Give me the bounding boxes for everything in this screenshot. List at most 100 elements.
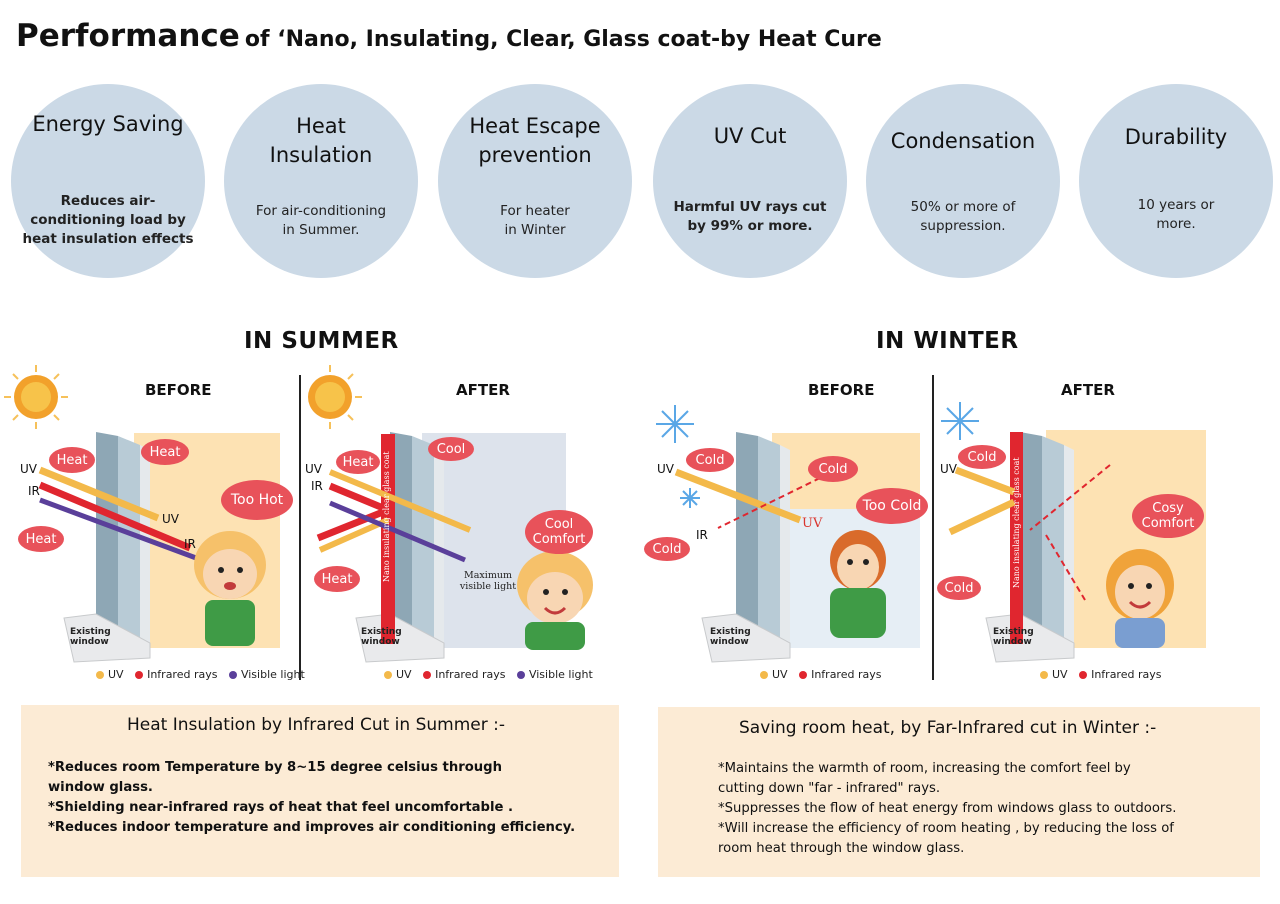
too-cold-bubble: Too Cold [856,488,928,524]
illustrations [4,365,1206,680]
snowflake-icon [941,402,979,440]
infrared-dot-icon [799,671,808,679]
box-line: *Shielding near-infrared rays of heat th… [48,800,514,815]
feature-title: Energy Saving [32,112,184,136]
nano-coat-layer [381,434,395,644]
cold-bubble: Cold [958,445,1006,469]
ir-label: IR [311,479,323,493]
girl-cold-icon [830,530,886,638]
box-line: *Suppresses the flow of heat energy from… [718,801,1177,816]
winter-before-illustration [656,405,920,663]
ir-blocked-ray [1029,464,1111,531]
visible-light-note: Maximum visible light [459,570,517,592]
cold-bubble: Cold [937,576,981,600]
summer-after-rays [316,469,472,563]
nano-coat-label: Nano insulating clear glass coat [382,451,391,582]
feature-title: Heat Escape prevention [469,114,601,167]
summer-before-illustration [4,365,280,663]
box-line: *Reduces indoor temperature and improves… [48,820,576,835]
winter-before-label: BEFORE [808,381,875,399]
box-line: window glass. [48,780,153,795]
feature-condensation: Condensation 50% or more of suppression. [866,84,1060,278]
feature-heat-escape-prevention: Heat Escape prevention For heater in Win… [438,84,632,278]
summer-heading: IN SUMMER [244,328,399,354]
sun-icon [4,365,68,429]
page-title: Performance of ‘Nano, Insulating, Clear,… [16,18,882,54]
box-title: Heat Insulation by Infrared Cut in Summe… [127,715,505,735]
infrared-dot-icon [135,671,144,679]
too-hot-bubble: Too Hot [221,480,293,520]
feature-durability: Durability 10 years or more. [1079,84,1273,278]
cool-bubble: Cool [428,437,474,461]
nano-coat-layer [1010,432,1023,644]
feature-desc: For heater in Winter [500,203,570,238]
box-line: room heat through the window glass. [718,841,965,856]
heat-bubble: Heat [336,450,380,474]
cold-bubble: Cold [644,537,690,561]
uv-dot-icon [760,671,768,679]
existing-window-label: Existing window [710,627,751,647]
ir-return-ray [1045,534,1086,601]
heat-bubble: Heat [141,439,189,465]
feature-title: Condensation [890,129,1036,153]
cosy-comfort-bubble: Cosy Comfort [1132,494,1204,538]
snowflake-icon [656,405,694,443]
window-frame [63,432,151,663]
existing-window-label: Existing window [993,627,1034,647]
feature-desc: For air-conditioning in Summer. [255,203,387,238]
box-line: *Reduces room Temperature by 8~15 degree… [48,760,502,775]
uv-red-label: UV [802,516,823,531]
ir-escape-ray [717,477,821,529]
winter-after-legend: UV Infrared rays [1032,668,1161,681]
ir-label: IR [28,484,40,498]
winter-description-box: Saving room heat, by Far-Infrared cut in… [658,707,1260,877]
summer-before-label: BEFORE [145,381,212,399]
ir-label: IR [184,537,196,551]
feature-desc: 10 years or more. [1137,197,1215,232]
girl-happy-icon [1106,549,1174,648]
feature-title: Heat Insulation [269,114,373,167]
summer-description-box: Heat Insulation by Infrared Cut in Summe… [21,705,619,877]
uv-label: UV [305,462,322,476]
feature-desc: Harmful UV rays cut by 99% or more. [673,199,827,234]
winter-after-illustration [941,402,1206,663]
snowflake-icon-small [680,488,700,508]
visible-dot-icon [228,671,237,679]
infrared-dot-icon [423,671,432,679]
uv-reflect-ray [948,498,1016,536]
uv-dot-icon [96,671,104,679]
window-frame [701,432,791,663]
feature-desc: Reduces air-conditioning load by heat in… [22,193,194,247]
cold-bubble: Cold [686,448,734,472]
heat-bubble: Heat [314,566,360,592]
winter-heading: IN WINTER [876,328,1019,354]
boy-cool-icon [517,551,593,650]
nano-coat-label: Nano insulating clear glass coat [1012,457,1021,588]
heat-bubble: Heat [18,526,64,552]
uv-label: UV [162,512,179,526]
title-main: Performance [16,18,240,54]
existing-window-label: Existing window [70,627,111,647]
uv-ray [954,466,1016,496]
feature-title: UV Cut [713,124,787,148]
box-title: Saving room heat, by Far-Infrared cut in… [739,718,1157,738]
uv-dot-icon [1040,671,1048,679]
window-frame [985,432,1075,663]
summer-after-illustration [308,365,593,663]
visible-dot-icon [516,671,525,679]
ir-label: IR [696,528,708,542]
feature-uv-cut: UV Cut Harmful UV rays cut by 99% or mor… [653,84,847,278]
summer-before-legend: UV Infrared rays Visible light [88,668,305,681]
summer-before-rays [38,466,216,568]
summer-after-label: AFTER [456,381,510,399]
title-rest: of ‘Nano, Insulating, Clear, Glass coat-… [244,27,882,52]
summer-after-legend: UV Infrared rays Visible light [376,668,593,681]
feature-desc: 50% or more of suppression. [910,199,1016,234]
feature-heat-insulation: Heat Insulation For air-conditioning in … [224,84,418,278]
uv-label: UV [657,462,674,476]
winter-before-legend: UV Infrared rays [752,668,881,681]
winter-after-label: AFTER [1061,381,1115,399]
uv-dot-icon [384,671,392,679]
infrared-dot-icon [1079,671,1088,679]
boy-hot-icon [194,531,266,646]
